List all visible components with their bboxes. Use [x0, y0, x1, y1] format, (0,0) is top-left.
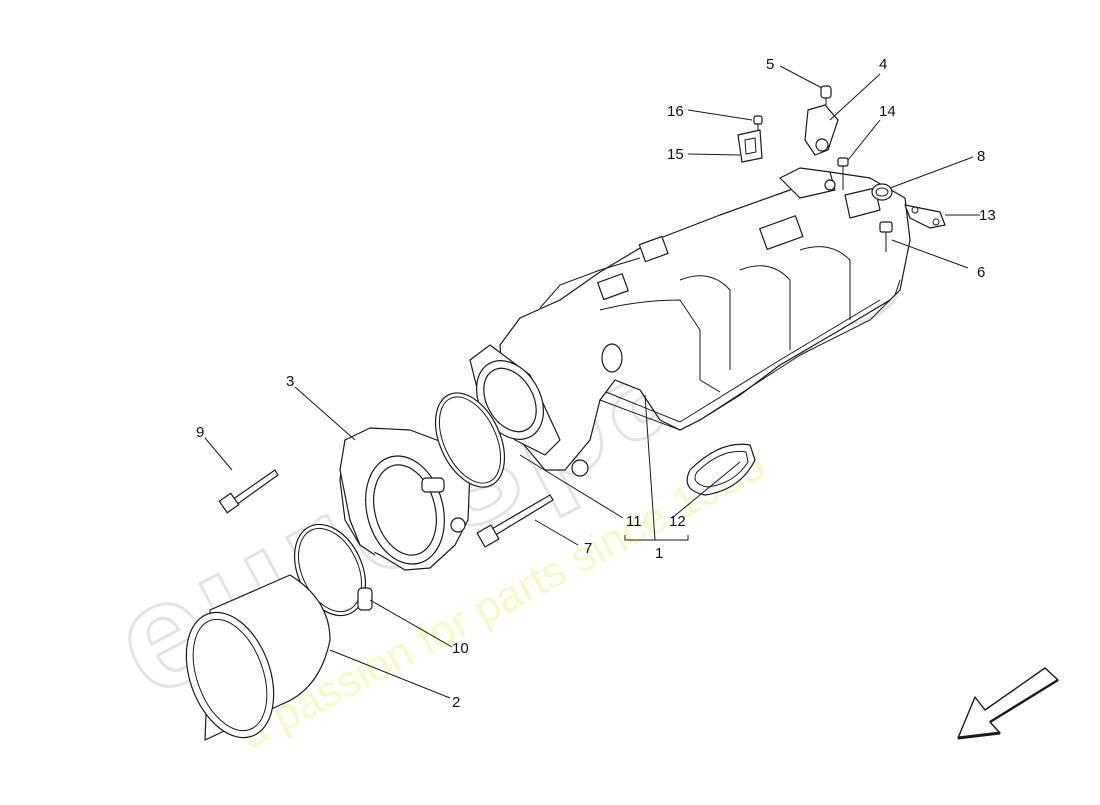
- callout-7[interactable]: 7: [584, 540, 592, 557]
- callout-10[interactable]: 10: [452, 640, 469, 657]
- bolt-7[interactable]: [476, 494, 554, 548]
- callout-12[interactable]: 12: [669, 513, 686, 530]
- leader-lines: [204, 65, 980, 699]
- screw-16[interactable]: [753, 115, 763, 132]
- bolt-14[interactable]: [837, 157, 849, 190]
- callout-9[interactable]: 9: [196, 424, 204, 441]
- callout-5[interactable]: 5: [766, 56, 774, 73]
- screw-5[interactable]: [820, 85, 832, 106]
- callout-13[interactable]: 13: [979, 207, 996, 224]
- callout-14[interactable]: 14: [879, 103, 896, 120]
- bolt-6[interactable]: [879, 221, 893, 252]
- callout-2[interactable]: 2: [452, 694, 460, 711]
- manifold-seal[interactable]: [686, 443, 756, 496]
- callout-15[interactable]: 15: [667, 146, 684, 163]
- bolt-9[interactable]: [218, 469, 279, 514]
- callout-16[interactable]: 16: [667, 103, 684, 120]
- callout-labels: 1 2 3 4 5 6 7 8 9 10 11 12 13 14 15 16: [196, 56, 996, 711]
- throttle-gasket[interactable]: [422, 382, 519, 498]
- bracket-15[interactable]: [737, 129, 763, 163]
- front-direction-arrow-icon: [957, 667, 1059, 740]
- bracket-13[interactable]: [904, 204, 946, 229]
- callout-4[interactable]: 4: [879, 56, 887, 73]
- intake-manifold[interactable]: [499, 167, 911, 477]
- throttle-body[interactable]: [339, 427, 471, 573]
- callout-11[interactable]: 11: [626, 513, 642, 530]
- fitting-8[interactable]: [871, 183, 893, 201]
- callout-3[interactable]: 3: [286, 373, 294, 390]
- intake-hose[interactable]: [170, 574, 331, 750]
- callout-6[interactable]: 6: [977, 264, 985, 281]
- callout-1[interactable]: 1: [655, 545, 663, 562]
- callout-8[interactable]: 8: [977, 148, 985, 165]
- sensor-4[interactable]: [804, 104, 839, 156]
